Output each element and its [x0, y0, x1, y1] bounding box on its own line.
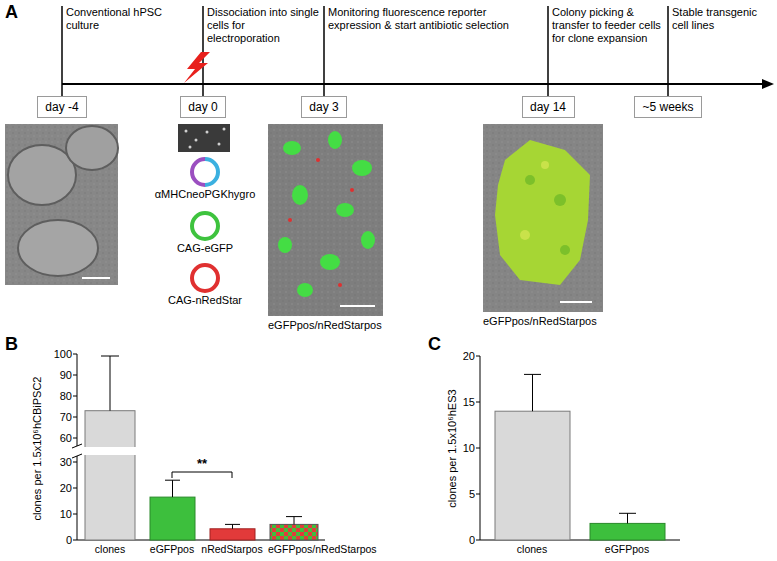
step-description: Dissociation into single cells for elect…: [207, 6, 319, 45]
day-label: ~5 weeks: [642, 100, 693, 114]
step-description: Conventional hPSC culture: [66, 6, 162, 32]
plasmid-symbol: [192, 159, 218, 185]
plasmid-symbol: [192, 265, 218, 291]
category-label: clones: [95, 543, 125, 555]
photo-caption: eGFPpos/nRedStarpos: [483, 315, 597, 328]
day-label: day 0: [188, 100, 217, 114]
panel-letter: B: [5, 334, 18, 355]
photo-caption: eGFPpos/nRedStarpos: [268, 319, 382, 332]
tick-label: 5: [469, 488, 475, 501]
day-label: day 14: [530, 100, 566, 114]
day-box: day 0: [180, 96, 226, 118]
tick-label: 20: [60, 482, 72, 495]
tick-label: 0: [469, 534, 475, 547]
category-label: eGFPpos: [605, 543, 649, 555]
category-label: nRedStarpos: [201, 543, 262, 555]
plasmid-symbol: [192, 213, 218, 239]
plasmid-label: CAG-nRedStar: [168, 294, 242, 307]
tick-label: 80: [60, 390, 72, 403]
tick-label: 100: [54, 348, 72, 361]
plasmid-label: CAG-eGFP: [177, 242, 233, 255]
day-label: day -4: [45, 100, 78, 114]
day-box: day -4: [37, 96, 87, 118]
micrograph: [268, 124, 383, 316]
bar-chart: [73, 354, 325, 540]
category-label: clones: [517, 543, 547, 555]
significance-mark: **: [197, 456, 207, 471]
axis-break: [72, 444, 82, 458]
axis-break: [72, 447, 140, 455]
panel-letter: C: [428, 334, 441, 355]
tick-label: 60: [60, 432, 72, 445]
category-label: eGFPpos: [150, 543, 194, 555]
micrograph: [5, 124, 118, 285]
category-label: eGFPpos/nRedStarpos: [268, 543, 377, 555]
micrograph: [483, 124, 603, 312]
timeline: [62, 6, 774, 96]
step-description: Stable transgenic cell lines: [672, 6, 772, 32]
tick-label: 10: [463, 442, 475, 455]
day-label: day 3: [309, 100, 338, 114]
day-box: day 14: [522, 96, 575, 118]
tick-label: 90: [60, 369, 72, 382]
tick-label: 0: [66, 534, 72, 547]
step-description: Monitoring fluorescence reporter express…: [328, 6, 542, 32]
step-description: Colony picking & transfer to feeder cell…: [552, 6, 664, 45]
electroporation-bolt: [184, 52, 210, 83]
tick-label: 20: [463, 350, 475, 363]
tick-label: 70: [60, 411, 72, 424]
tick-label: 15: [463, 396, 475, 409]
micrograph: [178, 124, 230, 152]
panel-letter: A: [5, 2, 18, 23]
day-box: day 3: [301, 96, 347, 118]
axis-title: clones per 1.5x10⁶hES3: [446, 389, 459, 507]
day-box: ~5 weeks: [634, 96, 702, 118]
tick-label: 30: [60, 456, 72, 469]
plasmid-label: αMHCneoPGKhygro: [155, 188, 256, 201]
tick-label: 10: [60, 508, 72, 521]
axis-title: clones per 1.5x10⁶hCBiPSC2: [32, 376, 45, 520]
bar-chart: [476, 356, 680, 540]
